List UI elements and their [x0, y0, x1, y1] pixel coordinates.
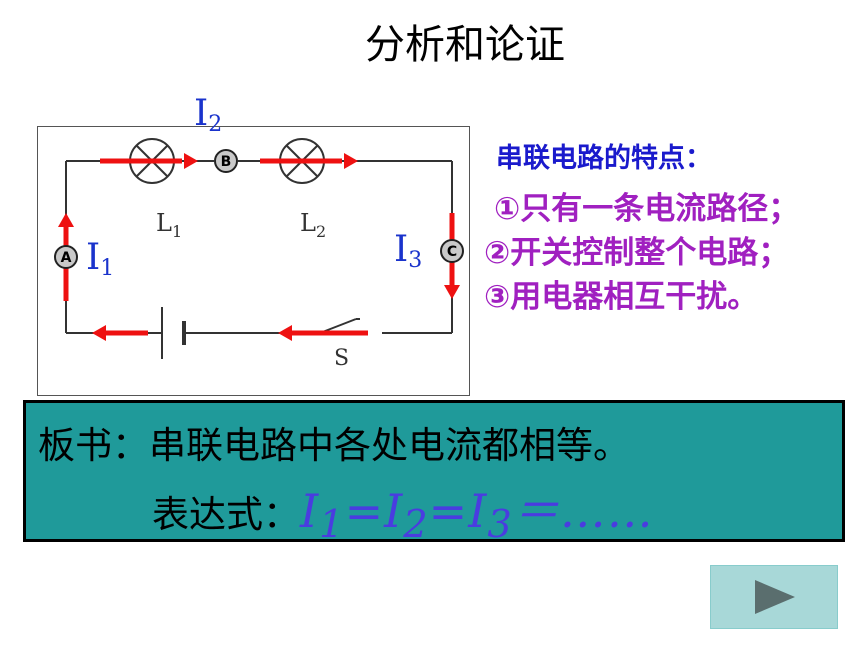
current-label-i1: I1	[86, 237, 115, 281]
board-expression: 表达式：I1=I2=I3＝……	[152, 475, 654, 547]
ammeter-a: A	[54, 245, 78, 269]
bulb-l1-label: L1	[156, 209, 182, 241]
switch-label: S	[334, 346, 349, 371]
bulb-l2-label: L2	[300, 209, 326, 241]
current-label-i3: I3	[394, 229, 423, 273]
series-circuit-features: 串联电路的特点： ①只有一条电流路径；②开关控制整个电路；③用电器相互干扰。	[484, 136, 824, 319]
circuit-svg: S L1 L2	[54, 138, 464, 371]
features-body: ①只有一条电流路径；②开关控制整个电路；③用电器相互干扰。	[484, 191, 800, 315]
current-label-i2: I2	[194, 93, 223, 137]
features-heading: 串联电路的特点：	[496, 143, 712, 174]
current-equality-formula: I1=I2=I3＝……	[300, 484, 654, 548]
ammeter-a-letter: A	[61, 250, 72, 266]
arrow-bottom-2	[278, 325, 368, 341]
board-note: 板书：串联电路中各处电流都相等。 表达式：I1=I2=I3＝……	[23, 400, 845, 547]
arrow-top-1	[100, 153, 198, 169]
next-slide-button[interactable]	[710, 565, 838, 629]
arrow-bottom-1	[92, 325, 148, 341]
current-arrows	[58, 153, 460, 341]
ammeter-c: C	[440, 239, 464, 263]
expression-label: 表达式：	[152, 493, 300, 536]
page-title: 分析和论证	[365, 22, 565, 68]
ammeter-b: B	[214, 149, 238, 173]
board-conclusion: 板书：串联电路中各处电流都相等。	[38, 424, 630, 467]
play-right-icon	[755, 580, 795, 614]
ammeter-c-letter: C	[447, 244, 457, 260]
battery	[161, 307, 186, 359]
arrow-top-2	[260, 153, 358, 169]
circuit-diagram: S L1 L2	[37, 126, 470, 396]
ammeter-b-letter: B	[221, 154, 232, 170]
